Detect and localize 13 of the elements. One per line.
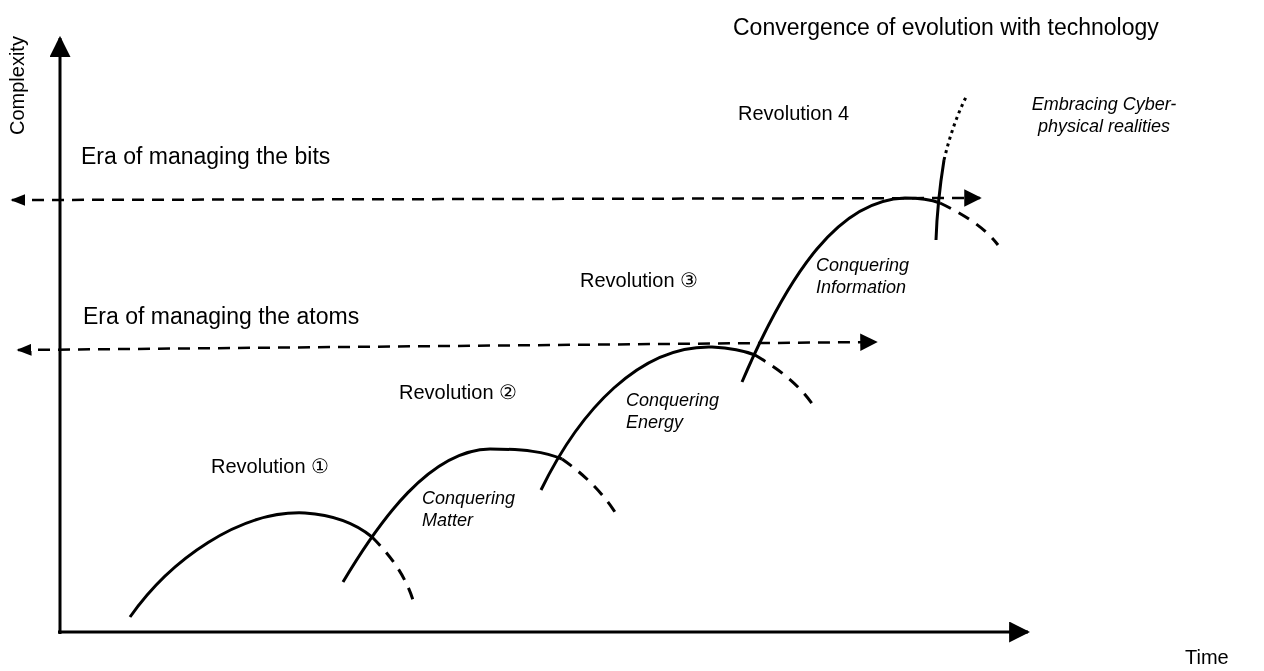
revolution-label: Revolution ① — [211, 454, 330, 478]
revolution-label: Revolution ② — [399, 380, 518, 404]
stage-label: Conquering Information — [816, 255, 911, 299]
revolution-label: Revolution 4 — [738, 101, 850, 125]
revolution-label: Revolution ③ — [580, 268, 699, 292]
stage-label: Conquering Matter — [422, 488, 517, 532]
era-label: Era of managing the atoms — [83, 303, 360, 331]
axis-title: Complexity — [5, 36, 29, 135]
era-label: Era of managing the bits — [81, 143, 331, 171]
stage-label: Embracing Cyber-physical realities — [1030, 94, 1178, 138]
stage-label: Conquering Energy — [626, 390, 721, 434]
axis-title: Time — [1185, 645, 1229, 669]
diagram-title: Convergence of evolution with technology — [733, 14, 1159, 42]
